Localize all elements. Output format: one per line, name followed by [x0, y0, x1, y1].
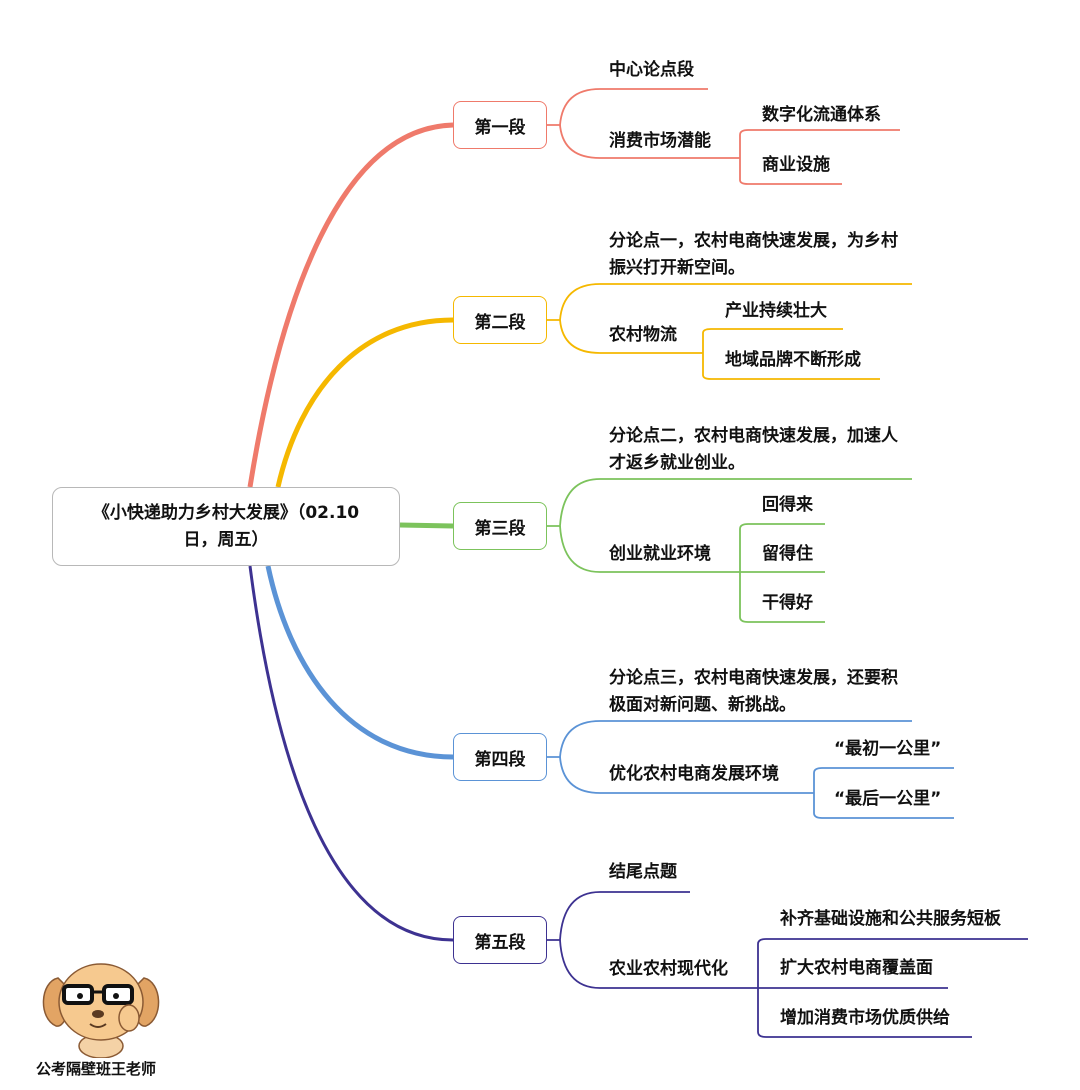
link-root-s3: [399, 522, 454, 529]
subtopic-first-mile[interactable]: “最初一公里”: [834, 739, 942, 759]
subtopic-industry-growth[interactable]: 产业持续壮大: [725, 301, 827, 321]
subtopic-last-mile[interactable]: “最后一公里”: [834, 789, 942, 809]
subtopic-stay[interactable]: 留得住: [762, 544, 813, 564]
topic-point-three[interactable]: 分论点三，农村电商快速发展，还要积极面对新问题、新挑战。: [609, 668, 898, 715]
link-root-s4: [265, 565, 454, 760]
topic-point-one[interactable]: 分论点一，农村电商快速发展，为乡村振兴打开新空间。: [609, 231, 898, 278]
subtopic-come-back[interactable]: 回得来: [762, 495, 813, 515]
topic-optimize-environment[interactable]: 优化农村电商发展环境: [609, 764, 779, 784]
section-label: 第三段: [474, 518, 526, 539]
section-label: 第二段: [474, 312, 526, 333]
topic-conclusion[interactable]: 结尾点题: [609, 862, 677, 882]
section-node-1[interactable]: 第一段: [453, 101, 547, 149]
links-s2: [547, 283, 912, 380]
author-caption: 公考隔壁班王老师: [36, 1060, 157, 1078]
links-s1: [547, 88, 900, 185]
topic-central-thesis[interactable]: 中心论点段: [609, 60, 694, 80]
section-node-4[interactable]: 第四段: [453, 733, 547, 781]
subtopic-regional-brands[interactable]: 地域品牌不断形成: [725, 350, 861, 370]
subtopic-infrastructure[interactable]: 补齐基础设施和公共服务短板: [780, 909, 1001, 929]
topic-consumer-market[interactable]: 消费市场潜能: [609, 131, 711, 151]
subtopic-do-well[interactable]: 干得好: [762, 593, 813, 613]
links-s4: [547, 720, 954, 819]
topic-modernization[interactable]: 农业农村现代化: [609, 959, 728, 979]
subtopic-quality-supply[interactable]: 增加消费市场优质供给: [780, 1008, 950, 1028]
links-s5: [547, 891, 1028, 1038]
section-label: 第四段: [474, 749, 526, 770]
link-root-s5: [248, 565, 454, 942]
link-root-s2: [275, 317, 454, 488]
root-title: 《小快递助力乡村大发展》（02.10日，周五）: [92, 502, 360, 550]
section-label: 第一段: [474, 117, 526, 138]
links-s3: [547, 478, 912, 623]
section-node-5[interactable]: 第五段: [453, 916, 547, 964]
subtopic-ecommerce-coverage[interactable]: 扩大农村电商覆盖面: [780, 958, 933, 978]
topic-point-two[interactable]: 分论点二，农村电商快速发展，加速人才返乡就业创业。: [609, 426, 898, 473]
dog-mascot-icon: [42, 963, 160, 1058]
section-node-3[interactable]: 第三段: [453, 502, 547, 550]
section-label: 第五段: [474, 932, 526, 953]
section-node-2[interactable]: 第二段: [453, 296, 547, 344]
topic-employment-environment[interactable]: 创业就业环境: [609, 544, 711, 564]
subtopic-digital-circulation[interactable]: 数字化流通体系: [762, 105, 881, 125]
topic-rural-logistics[interactable]: 农村物流: [609, 325, 677, 345]
link-root-s1: [247, 122, 454, 488]
subtopic-commercial-facilities[interactable]: 商业设施: [762, 155, 830, 175]
root-node[interactable]: 《小快递助力乡村大发展》（02.10日，周五）: [52, 487, 400, 566]
